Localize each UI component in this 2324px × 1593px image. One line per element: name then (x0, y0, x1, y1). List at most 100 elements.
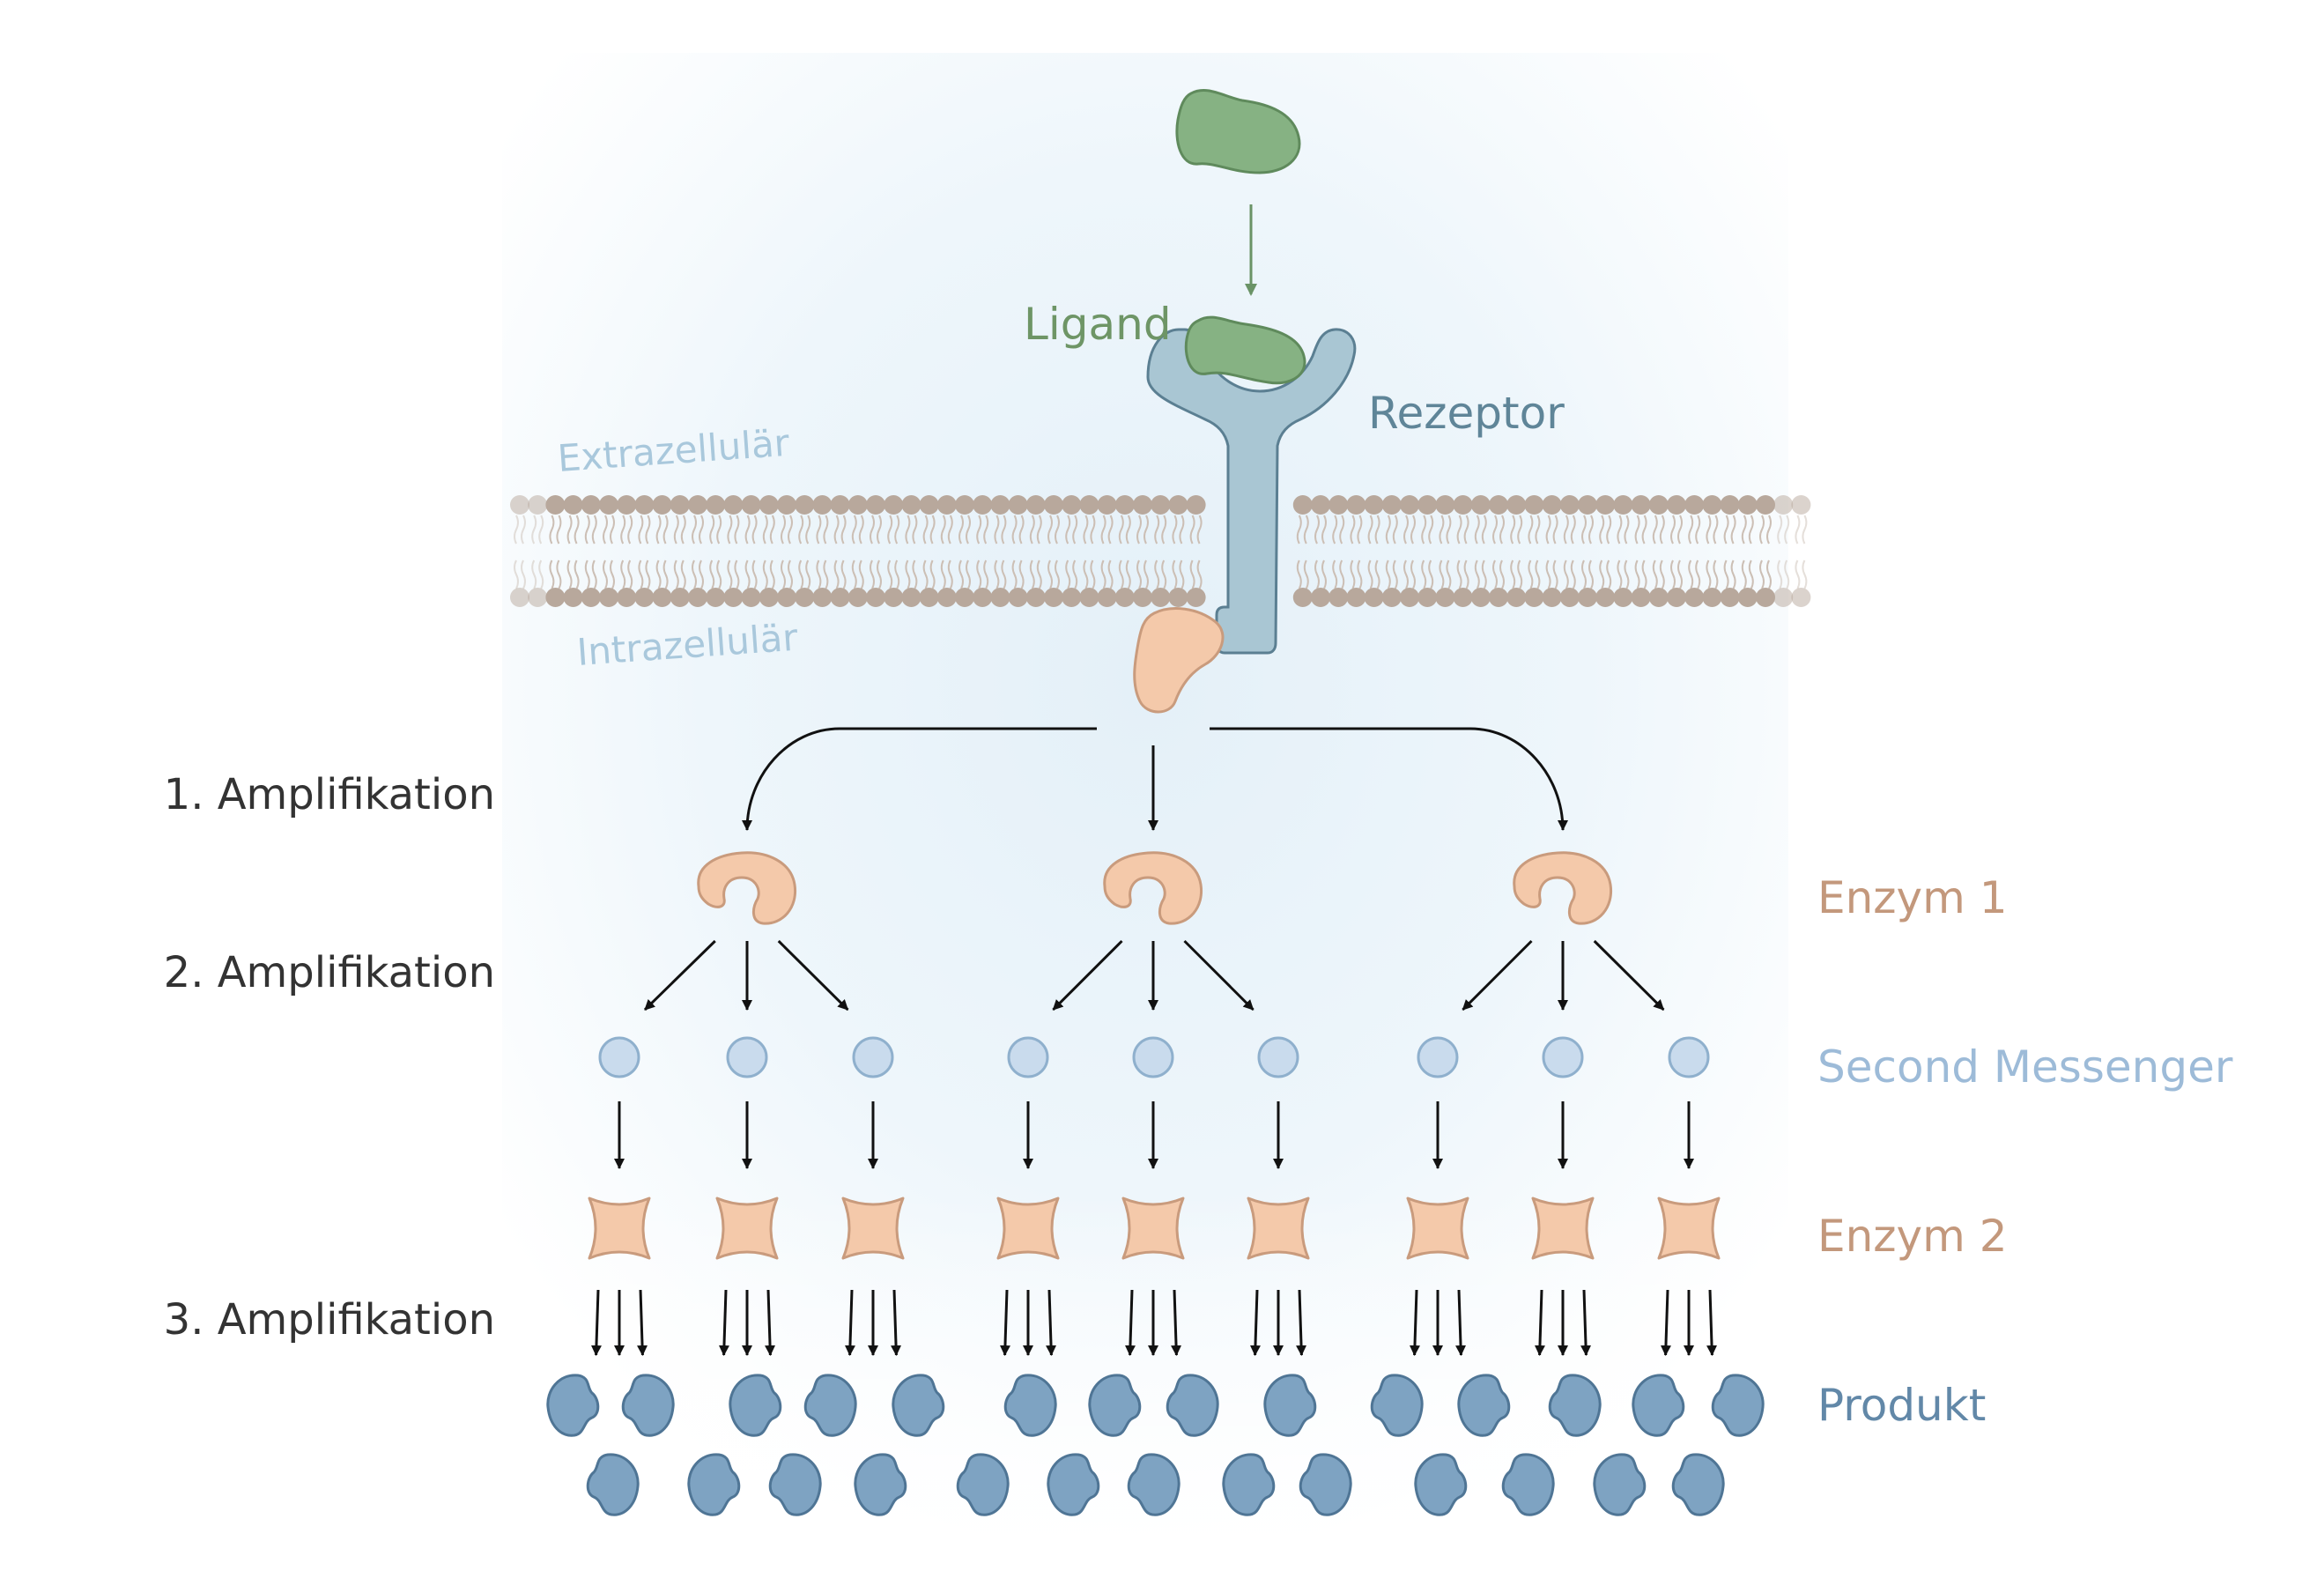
lipid-tail (983, 515, 989, 545)
lipid-head (1667, 588, 1686, 607)
lipid-head (795, 495, 815, 515)
lipid-tail (1741, 515, 1747, 545)
lipid-head (919, 588, 939, 607)
product-icon (1222, 1453, 1276, 1516)
lipid-tail (1552, 515, 1558, 545)
lipid-tail (929, 559, 936, 589)
lipid-tail (1125, 559, 1131, 589)
lipid-tail (1107, 559, 1114, 589)
lipid-tail (531, 515, 537, 545)
lipid-tail (905, 515, 911, 545)
lipid-head (1364, 495, 1384, 515)
lipid-head (688, 588, 707, 607)
lipid-head (1470, 588, 1491, 607)
lipid-tail (781, 559, 786, 589)
lipid-tail (805, 515, 811, 545)
lipid-tail (1196, 515, 1203, 545)
lipid-tail (699, 559, 704, 589)
product-icon (892, 1374, 945, 1437)
arrow (590, 1289, 602, 1356)
lipid-tail (798, 559, 804, 589)
lipid-tail (610, 559, 615, 589)
lipid-tail (1339, 515, 1345, 545)
lipid-tail (1784, 515, 1790, 545)
arrow (777, 939, 849, 1011)
lipid-tail (1107, 515, 1114, 545)
lipid-tail (1784, 559, 1790, 589)
lipid-head (510, 495, 529, 515)
lipid-head (1311, 495, 1330, 515)
lipid-head (955, 588, 974, 607)
lipid-head (1791, 495, 1811, 515)
lipid-tail (887, 559, 893, 589)
lipid-tail (1606, 515, 1612, 545)
lipid-head (723, 588, 744, 607)
product-icon (1457, 1374, 1511, 1437)
lipid-tail (727, 559, 733, 589)
lipid-tail (1802, 515, 1808, 545)
lipid-tail (1350, 515, 1356, 545)
lipid-tail (716, 559, 722, 589)
lipid-head (1684, 495, 1705, 515)
lipid-tail (1545, 515, 1551, 545)
lipid-tail (833, 515, 840, 545)
lipid-tail (1090, 515, 1096, 545)
lipid-head (830, 588, 850, 607)
lipid-tail (816, 515, 822, 545)
lipid-head (1559, 495, 1580, 515)
lipid-tail (1446, 559, 1452, 589)
enzyme2-icon (1657, 1197, 1721, 1260)
lipid-tail (566, 515, 573, 545)
lipid-head (1435, 588, 1455, 607)
second-messenger-group (598, 1036, 1710, 1078)
lipid-head (1292, 588, 1313, 607)
lipid-head (1702, 588, 1722, 607)
lipid-head (563, 588, 583, 607)
lipid-tail (1392, 515, 1398, 545)
arrow (1046, 1289, 1057, 1356)
lipid-tail (870, 559, 875, 589)
lipid-tail (1517, 515, 1523, 545)
lipid-head (1008, 495, 1028, 515)
lipid-head (1079, 495, 1099, 515)
lipid-tail (1695, 515, 1701, 545)
lipid-tail (1463, 559, 1469, 589)
lipid-tail (1179, 559, 1185, 589)
enzyme1-group (697, 851, 1613, 925)
product-icon (1088, 1374, 1142, 1437)
lipid-head (1329, 495, 1349, 515)
lipid-tail (1172, 515, 1178, 545)
lipid-tail (645, 515, 651, 545)
lipid-tail (1706, 515, 1712, 545)
lipid-tail (1083, 515, 1089, 545)
lipid-head (812, 588, 833, 607)
activated-enzyme-icon (1133, 607, 1225, 714)
enzyme2-icon (1531, 1197, 1595, 1260)
arrow (1171, 1289, 1182, 1356)
ligand-bound-icon (1184, 315, 1306, 385)
lipid-tail (1517, 559, 1523, 589)
lipid-head (830, 495, 850, 515)
lipid-tail (922, 515, 929, 545)
lipid-tail (1055, 515, 1060, 545)
lipid-head (1151, 588, 1171, 607)
arrow (1296, 1289, 1307, 1356)
enzyme2-to-product-arrows (590, 1289, 1718, 1356)
lipid-head (510, 588, 529, 607)
lipid-tail (762, 559, 768, 589)
lipid-tail (1357, 559, 1363, 589)
lipid-tail (1083, 559, 1089, 589)
lipid-tail (976, 559, 982, 589)
lipid-tail (1563, 559, 1569, 589)
lipid-tail (680, 559, 686, 589)
second-messenger-icon (1668, 1036, 1710, 1078)
lipid-tail (1723, 515, 1729, 545)
lipid-tail (781, 515, 786, 545)
lipid-head (1720, 495, 1740, 515)
product-icon (1003, 1374, 1057, 1437)
lipid-tail (1723, 559, 1729, 589)
lipid-head (563, 495, 583, 515)
lipid-tail (734, 515, 740, 545)
lipid-tail (1545, 559, 1551, 589)
lipid-tail (1688, 559, 1694, 589)
